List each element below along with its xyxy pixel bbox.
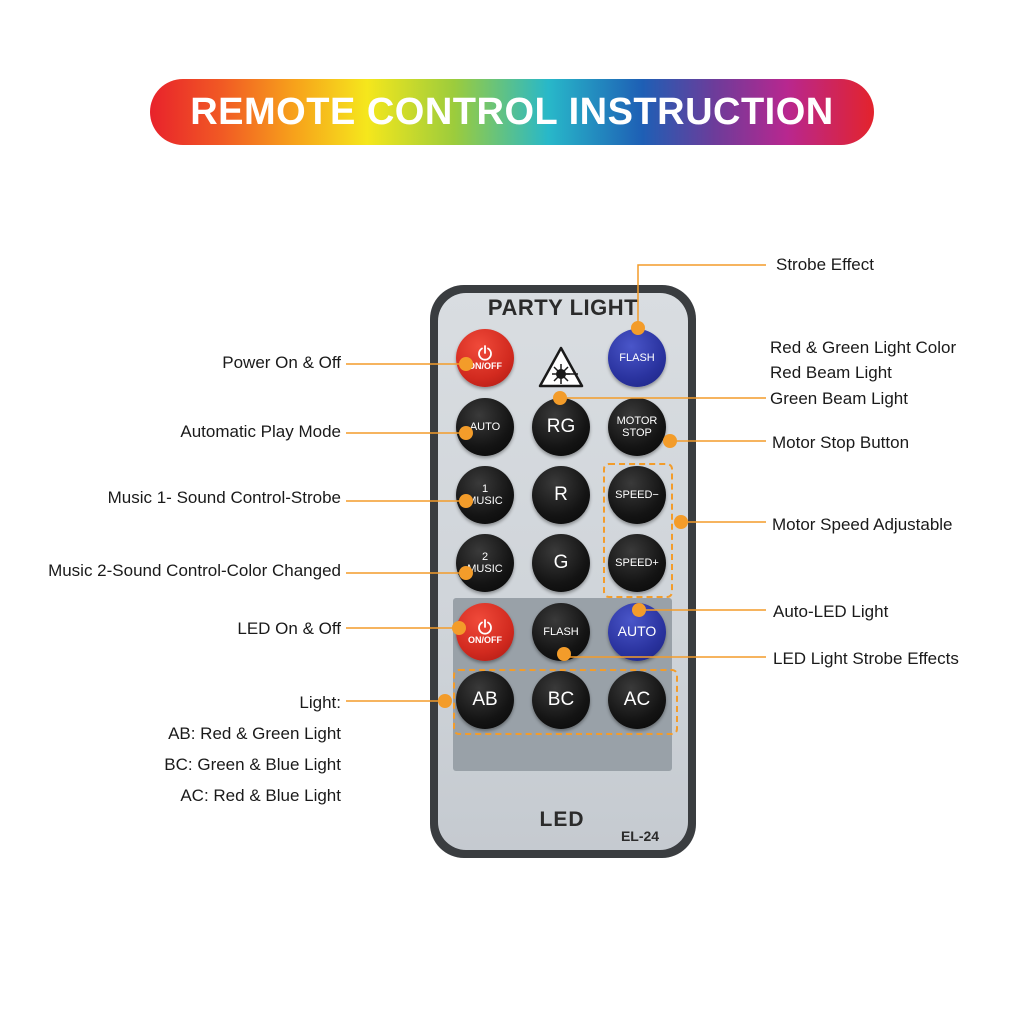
- led-power-button[interactable]: ON/OFF: [456, 603, 514, 661]
- dot-rg: [553, 391, 567, 405]
- model-label: EL-24: [620, 828, 660, 844]
- callout-music2: Music 2-Sound Control-Color Changed: [48, 561, 341, 580]
- speed-buttons-highlight: [603, 463, 673, 598]
- motor-stop-label-line2: STOP: [622, 427, 652, 439]
- led-section-label: LED: [539, 808, 585, 831]
- bc-button[interactable]: BC: [532, 671, 590, 729]
- bc-button-label: BC: [547, 688, 575, 710]
- ac-button[interactable]: AC: [608, 671, 666, 729]
- speed-plus-button[interactable]: SPEED+: [608, 534, 666, 592]
- music1-label-line1: 1: [481, 482, 489, 495]
- callout-motor-speed: Motor Speed Adjustable: [772, 515, 953, 534]
- power-icon: [478, 618, 492, 635]
- led-auto-button-label: AUTO: [617, 623, 657, 640]
- g-button[interactable]: G: [532, 534, 590, 592]
- led-power-button-label: ON/OFF: [468, 634, 502, 645]
- callout-rg-line2: Red Beam Light: [770, 363, 892, 382]
- remote-brand-label: PARTY LIGHT: [487, 295, 639, 320]
- dot-motor-speed: [674, 515, 688, 529]
- callout-music1: Music 1- Sound Control-Strobe: [107, 488, 341, 507]
- motor-stop-button[interactable]: MOTOR STOP: [608, 398, 666, 456]
- callout-ab: AB: Red & Green Light: [168, 724, 341, 743]
- dot-music1: [459, 494, 473, 508]
- callout-rg-line1: Red & Green Light Color: [770, 338, 957, 357]
- music2-label-line1: 2: [481, 550, 489, 563]
- dot-light: [438, 694, 452, 708]
- callout-led-power: LED On & Off: [237, 619, 341, 638]
- power-button-label: ON/OFF: [468, 360, 502, 371]
- speed-minus-label: SPEED−: [615, 488, 659, 501]
- callout-auto: Automatic Play Mode: [180, 422, 341, 441]
- music1-label-line2: MUSIC: [467, 495, 503, 507]
- dot-strobe: [631, 321, 645, 335]
- power-icon: [478, 344, 492, 361]
- callout-strobe-effect: Strobe Effect: [776, 255, 874, 274]
- dot-led-power: [452, 621, 466, 635]
- dot-music2: [459, 566, 473, 580]
- led-flash-button-label: FLASH: [543, 625, 579, 638]
- dot-auto: [459, 426, 473, 440]
- laser-warning-icon: [538, 346, 584, 388]
- r-button[interactable]: R: [532, 466, 590, 524]
- music2-button[interactable]: 2 MUSIC: [456, 534, 514, 592]
- rg-button-label: RG: [546, 415, 576, 437]
- callout-rg-line3: Green Beam Light: [770, 389, 908, 408]
- flash-strobe-button[interactable]: FLASH: [608, 329, 666, 387]
- ac-button-label: AC: [623, 688, 651, 710]
- callout-motor-stop: Motor Stop Button: [772, 433, 910, 452]
- ab-button-label: AB: [472, 688, 498, 710]
- speed-plus-label: SPEED+: [615, 556, 659, 569]
- dot-auto-led: [632, 603, 646, 617]
- dot-power: [459, 357, 473, 371]
- callout-led-strobe: LED Light Strobe Effects: [773, 649, 959, 668]
- r-button-label: R: [554, 483, 568, 505]
- dot-led-strobe: [557, 647, 571, 661]
- speed-minus-button[interactable]: SPEED−: [608, 466, 666, 524]
- callout-auto-led: Auto-LED Light: [773, 602, 889, 621]
- auto-button-label: AUTO: [469, 420, 501, 433]
- leader-strobe: [637, 264, 766, 328]
- callout-bc: BC: Green & Blue Light: [164, 755, 341, 774]
- color-buttons-highlight: [453, 669, 678, 735]
- ab-button[interactable]: AB: [456, 671, 514, 729]
- g-button-label: G: [553, 551, 569, 573]
- motor-stop-label-line1: MOTOR: [616, 414, 658, 427]
- page-title: REMOTE CONTROL INSTRUCTION: [190, 90, 834, 133]
- callout-ac: AC: Red & Blue Light: [180, 786, 341, 805]
- header-banner: REMOTE CONTROL INSTRUCTION: [150, 79, 874, 145]
- music2-label-line2: MUSIC: [467, 563, 503, 575]
- rg-button[interactable]: RG: [532, 398, 590, 456]
- dot-motor-stop: [663, 434, 677, 448]
- flash-strobe-button-label: FLASH: [619, 351, 655, 364]
- callout-power: Power On & Off: [222, 353, 341, 372]
- callout-light: Light:: [299, 693, 341, 712]
